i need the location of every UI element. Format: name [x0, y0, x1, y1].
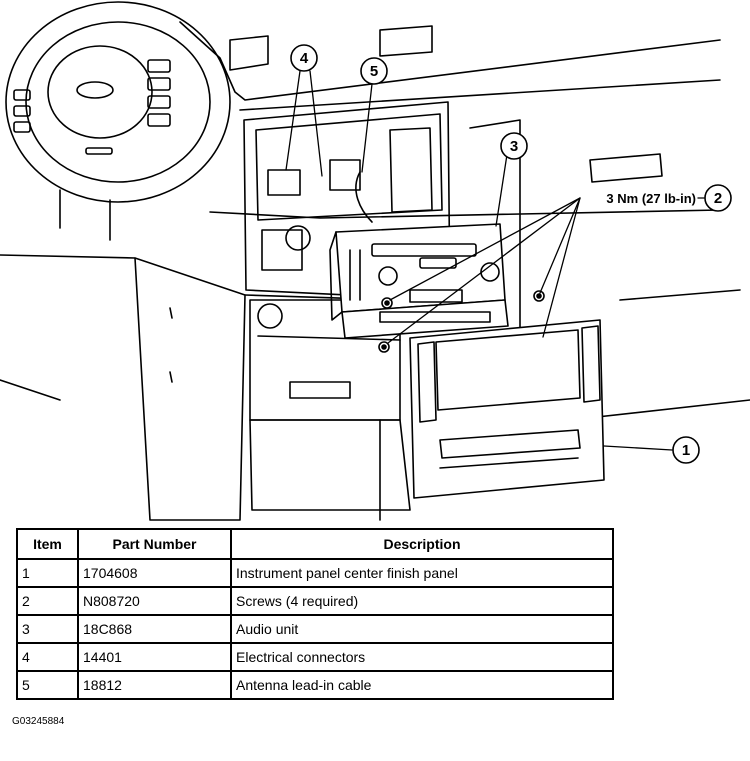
table-row: 2 N808720 Screws (4 required)	[16, 586, 614, 616]
description-cell: Electrical connectors	[230, 642, 614, 672]
callout-5: 5	[370, 63, 378, 80]
callout-3: 3	[510, 138, 518, 155]
callout-circle-5	[360, 57, 388, 85]
part-number-cell: N808720	[77, 586, 232, 616]
callout-2: 2	[714, 190, 722, 207]
callout-circle-1	[672, 436, 700, 464]
table-header-row: Item Part Number Description	[16, 528, 614, 560]
item-cell: 2	[16, 586, 79, 616]
column-header-part-number: Part Number	[77, 528, 232, 560]
item-cell: 4	[16, 642, 79, 672]
leader-lines	[285, 70, 705, 451]
callout-4: 4	[300, 50, 309, 67]
parts-table: Item Part Number Description 1 1704608 I…	[16, 528, 614, 700]
table-row: 3 18C868 Audio unit	[16, 614, 614, 644]
column-header-description: Description	[230, 528, 614, 560]
part-number-cell: 18812	[77, 670, 232, 700]
audio-unit	[329, 223, 509, 339]
ford-logo-emblem	[76, 81, 114, 99]
part-number-cell: 18C868	[77, 614, 232, 644]
part-number-cell: 14401	[77, 642, 232, 672]
table-row: 4 14401 Electrical connectors	[16, 642, 614, 672]
table-row: 1 1704608 Instrument panel center finish…	[16, 558, 614, 588]
callout-1: 1	[682, 442, 690, 459]
description-cell: Instrument panel center finish panel	[230, 558, 614, 588]
column-header-item: Item	[16, 528, 79, 560]
callout-circle-4	[290, 44, 318, 72]
table-row: 5 18812 Antenna lead-in cable	[16, 670, 614, 700]
exploded-view-illustration: 4 5 3 2 1 3 Nm (27 lb-in)	[0, 1, 750, 521]
callout-circles	[290, 44, 732, 464]
torque-spec-label: 3 Nm (27 lb-in)	[606, 191, 696, 206]
item-cell: 3	[16, 614, 79, 644]
description-cell: Audio unit	[230, 614, 614, 644]
description-cell: Antenna lead-in cable	[230, 670, 614, 700]
center-finish-panel	[409, 319, 605, 499]
part-number-cell: 1704608	[77, 558, 232, 588]
item-cell: 1	[16, 558, 79, 588]
steering-wheel	[5, 1, 231, 241]
description-cell: Screws (4 required)	[230, 586, 614, 616]
figure-code: G03245884	[12, 716, 65, 727]
callout-circle-3	[500, 132, 528, 160]
callout-circle-2	[704, 184, 732, 212]
item-cell: 5	[16, 670, 79, 700]
